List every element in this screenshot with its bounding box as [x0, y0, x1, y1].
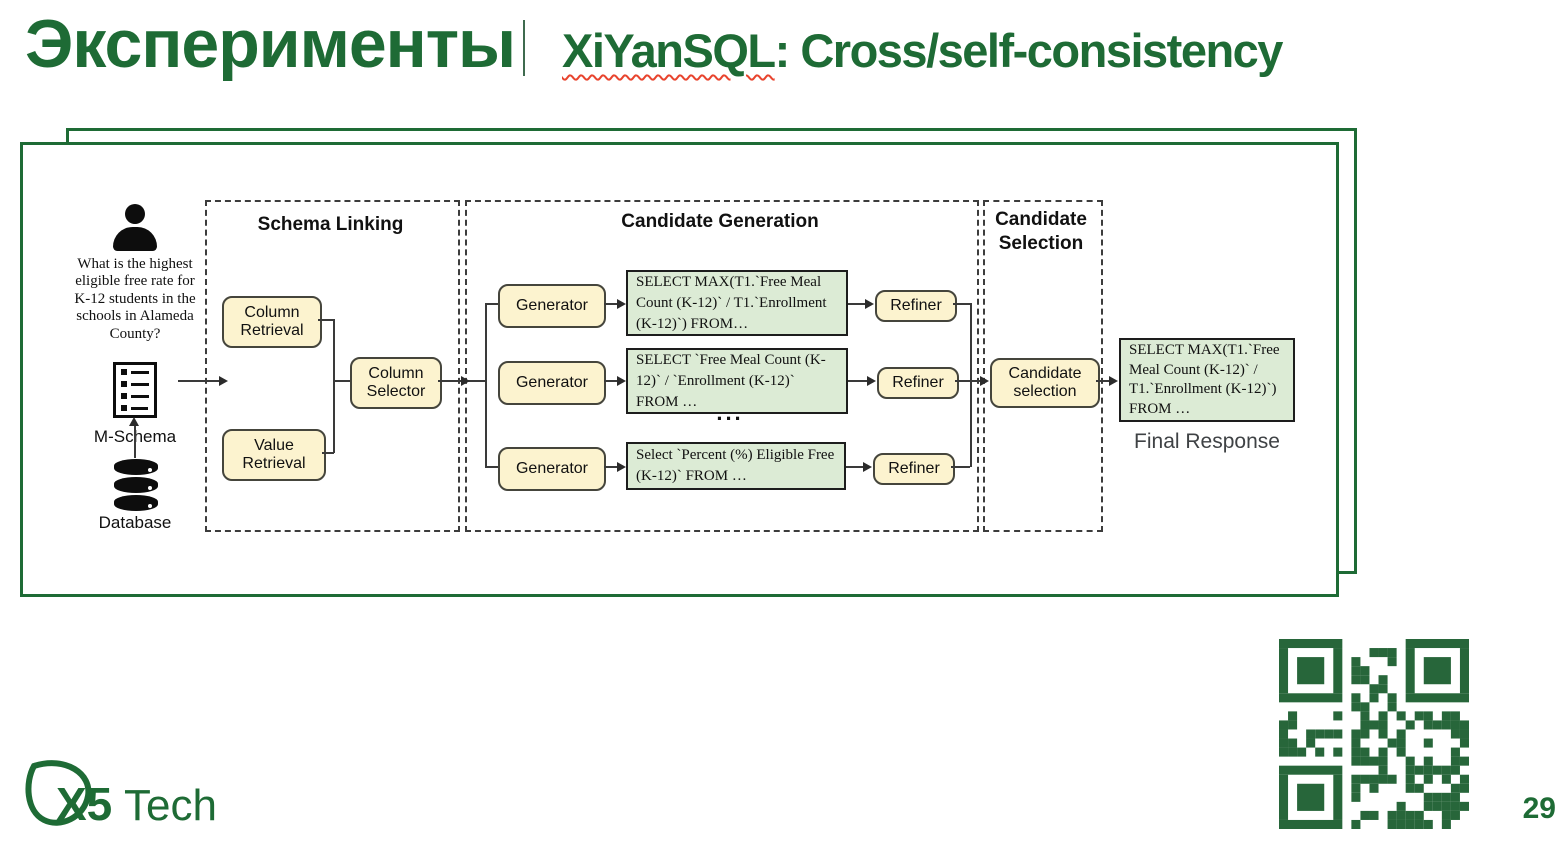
connector-line: [333, 380, 350, 382]
column-retrieval-node: Column Retrieval: [222, 296, 322, 348]
arrowhead: [461, 376, 470, 386]
candidate-selection-node: Candidate selection: [990, 358, 1100, 408]
arrowhead: [867, 376, 876, 386]
arrowhead: [865, 299, 874, 309]
schema-linking-title: Schema Linking: [257, 214, 404, 235]
arrowhead: [219, 376, 228, 386]
connector-line: [604, 466, 620, 468]
arrowhead: [863, 462, 872, 472]
logo-tech-text: Tech: [124, 781, 217, 830]
question-text: What is the highest eligible free rate f…: [74, 256, 196, 342]
connector-line: [951, 466, 970, 468]
database-icon: [114, 459, 158, 513]
candidate-selection-box: [983, 200, 1103, 532]
connector-line: [604, 303, 620, 305]
candidate-selection-title: Candidate Selection: [995, 209, 1087, 254]
final-response-label: Final Response: [1134, 430, 1280, 453]
connector-line: [848, 380, 867, 382]
more-candidates-ellipsis: ...: [716, 400, 744, 425]
arrowhead: [1109, 376, 1118, 386]
x5-tech-logo: X5 Tech: [25, 760, 217, 830]
logo-x5-text: X5: [56, 778, 112, 830]
generator-node: Generator: [498, 447, 606, 491]
column-selector-node: Column Selector: [350, 357, 442, 409]
arrowhead: [617, 462, 626, 472]
connector-line: [846, 466, 863, 468]
schema-linking-box: [205, 200, 460, 532]
title-divider: [523, 20, 525, 76]
arrowhead: [617, 376, 626, 386]
leaf-icon: [25, 760, 92, 826]
slide-title-keyword: XiYanSQL: [562, 24, 776, 77]
refiner-node: Refiner: [877, 367, 959, 399]
connector-line: [485, 466, 498, 468]
user-icon: [112, 204, 158, 254]
slide-title: XiYanSQL: Cross/self-consistency: [562, 24, 1284, 77]
connector-line: [848, 303, 865, 305]
refiner-node: Refiner: [873, 453, 955, 485]
sql-candidate-box: SELECT MAX(T1.`Free Meal Count (K-12)` /…: [626, 270, 848, 336]
generator-node: Generator: [498, 361, 606, 405]
connector-line: [322, 452, 334, 454]
arrowhead: [129, 417, 139, 426]
connector-line: [604, 380, 620, 382]
page-title: Эксперименты: [25, 6, 516, 82]
mschema-icon: [113, 362, 157, 418]
connector-line: [1096, 380, 1110, 382]
connector-line: [134, 421, 136, 458]
connector-line: [953, 303, 970, 305]
final-sql-box: SELECT MAX(T1.`Free Meal Count (K-12)` /…: [1119, 338, 1295, 422]
arrowhead: [617, 299, 626, 309]
connector-line: [955, 380, 970, 382]
candidate-generation-title: Candidate Generation: [621, 211, 819, 232]
sql-candidate-box: SELECT `Free Meal Count (K- 12)` / `Enro…: [626, 348, 848, 414]
connector-line: [178, 380, 220, 382]
arrowhead: [980, 376, 989, 386]
connector-line: [485, 303, 498, 305]
connector-line: [318, 319, 334, 321]
connector-line: [485, 303, 487, 467]
sql-candidate-box: Select `Percent (%) Eligible Free (K-12)…: [626, 442, 846, 490]
page-number: 29: [1522, 792, 1556, 825]
candidate-generation-box: [465, 200, 979, 532]
value-retrieval-node: Value Retrieval: [222, 429, 326, 481]
connector-line: [333, 319, 335, 453]
database-label: Database: [98, 513, 172, 532]
qr-code: [1279, 639, 1469, 829]
generator-node: Generator: [498, 284, 606, 328]
refiner-node: Refiner: [875, 290, 957, 322]
connector-line: [970, 380, 980, 382]
slide-title-rest: : Cross/self-consistency: [774, 24, 1284, 77]
connector-line: [970, 303, 972, 467]
